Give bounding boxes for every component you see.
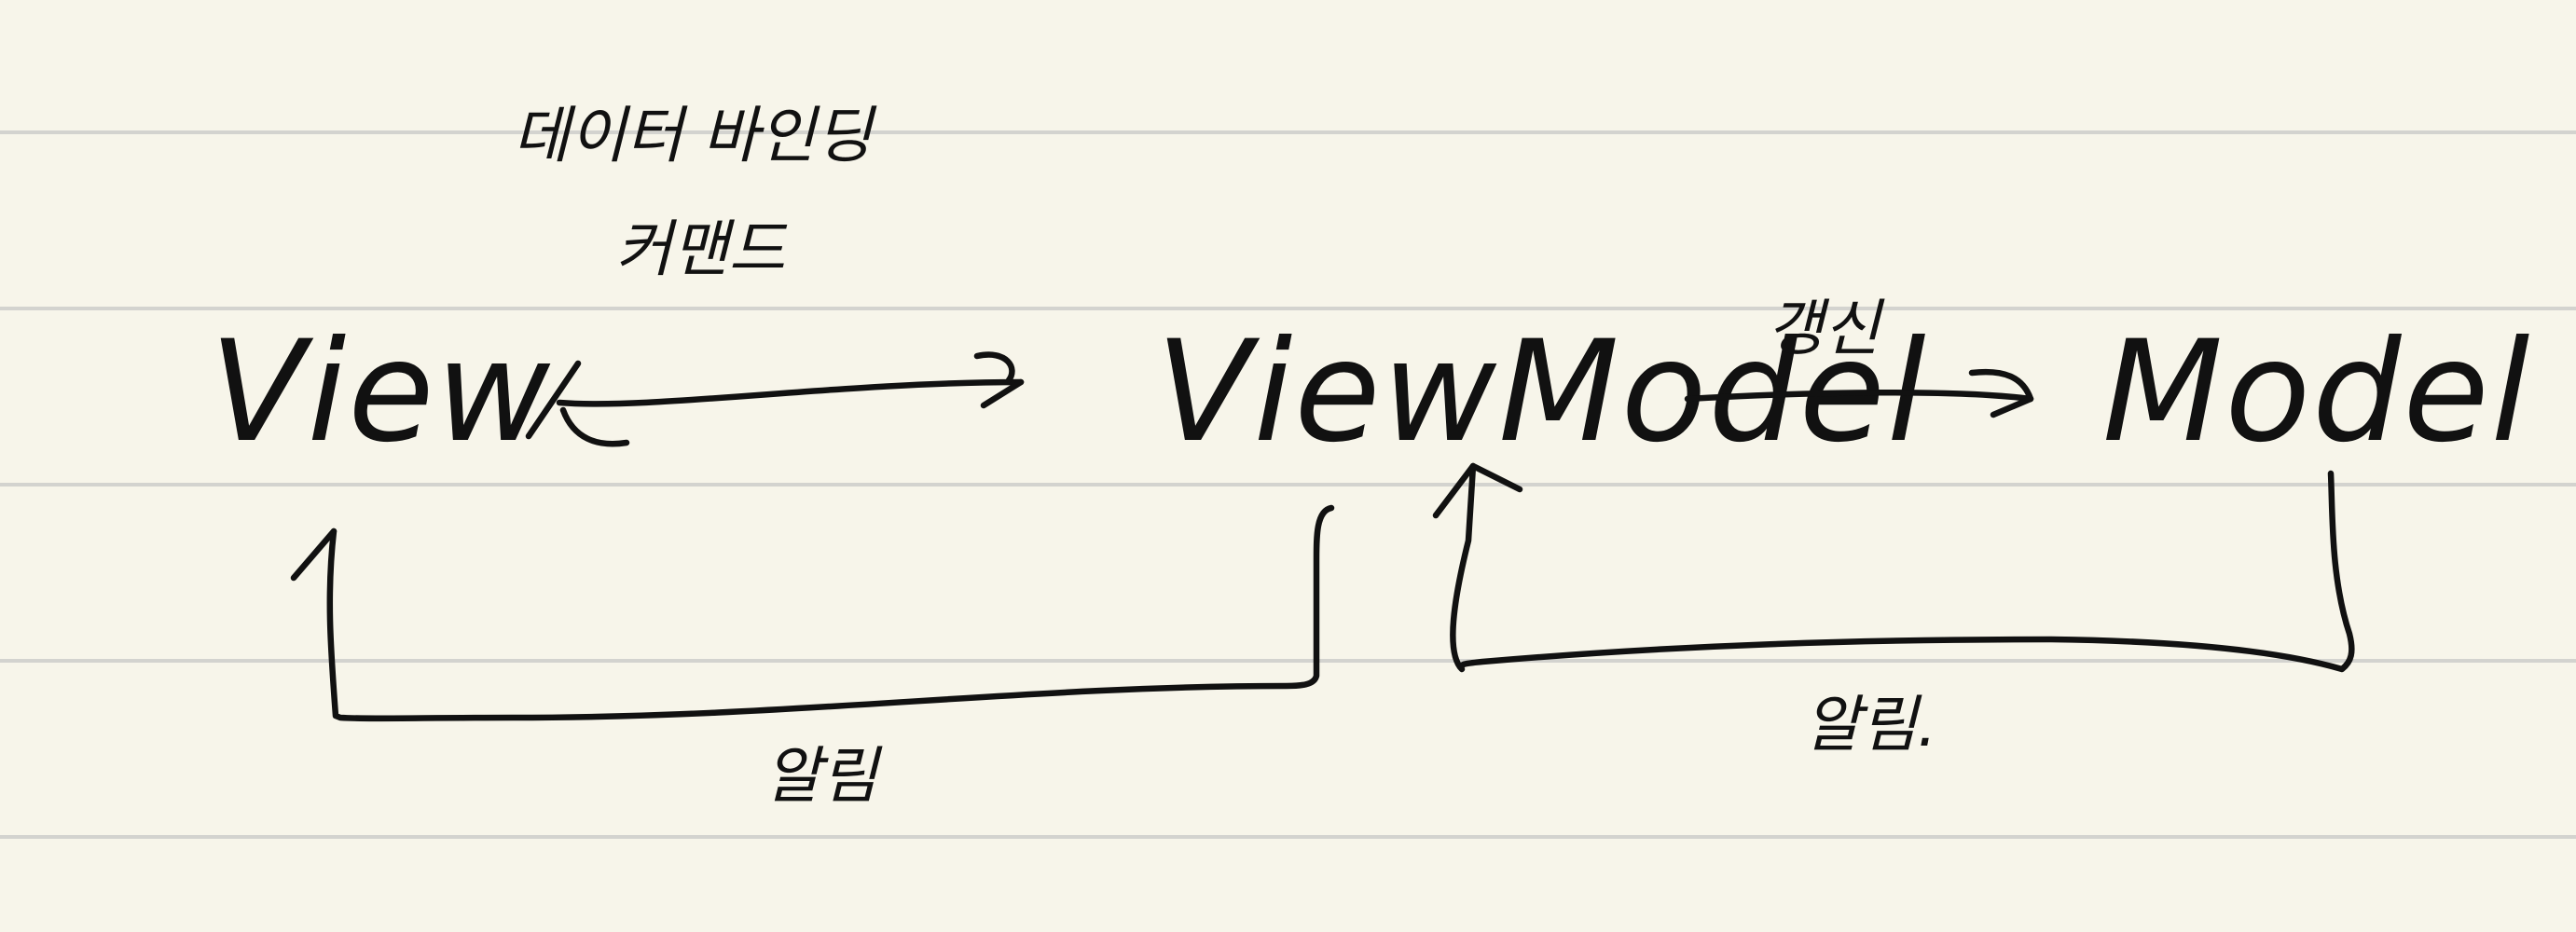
edge-viewmodel-model: 갱신 [1684, 293, 2034, 418]
edge-label: 알림. [1804, 689, 1936, 761]
left-arrowhead [525, 360, 630, 447]
bidirectional-arrow-line [556, 378, 1025, 407]
arrowhead [1968, 368, 2034, 418]
edge-label: 갱신 [1767, 293, 1885, 364]
arrowhead [1432, 462, 1523, 519]
node-model: Model [2102, 311, 2531, 473]
arrowhead [290, 528, 337, 582]
edge-label-line-1: 데이터 바인딩 [513, 100, 877, 171]
arrow-line [1684, 389, 2034, 403]
edge-label-line-2: 커맨드 [615, 213, 787, 285]
right-arrowhead [973, 351, 1025, 409]
edge-view-viewmodel: 데이터 바인딩 커맨드 [513, 100, 1025, 447]
node-view: View [210, 311, 552, 473]
edge-model-viewmodel: 알림. [1432, 462, 2355, 761]
elbow-line [1450, 462, 2355, 673]
elbow-line [326, 504, 1335, 722]
ruled-lines [0, 130, 2576, 839]
edge-viewmodel-view: 알림 [290, 504, 1335, 812]
edge-label: 알림 [765, 740, 883, 812]
